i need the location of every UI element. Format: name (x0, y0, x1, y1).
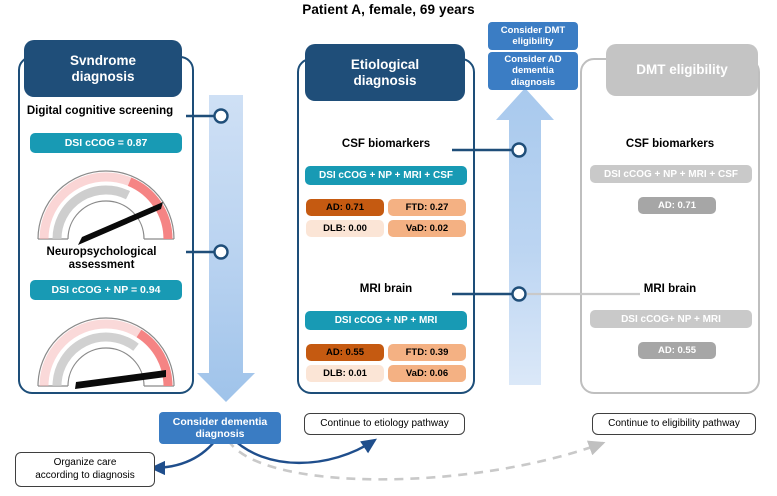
panel-header-etiological-line2: diagnosis (353, 72, 417, 88)
section-label-csf-biomarkers-dmt: CSF biomarkers (584, 138, 756, 151)
chip-mri-vad-label: VaD: 0.06 (405, 368, 449, 379)
chip-csf-ad-label: AD: 0.71 (325, 202, 364, 213)
chip-mri-ad-label: AD: 0.55 (325, 347, 364, 358)
chip-csf-vad-label: VaD: 0.02 (405, 223, 449, 234)
chip-mri-dlb-label: DLB: 0.01 (323, 368, 367, 379)
chip-csf-ftd: FTD: 0.27 (388, 199, 466, 216)
callout-consider-ad-line3: diagnosis (510, 76, 556, 88)
pill-dmt-csf: DSI cCOG + NP + MRI + CSF (590, 165, 752, 183)
section-label-csf-biomarkers-etiology: CSF biomarkers (300, 138, 472, 151)
chip-dmt-mri-ad-label: AD: 0.55 (657, 345, 696, 356)
chip-csf-ftd-label: FTD: 0.27 (405, 202, 449, 213)
panel-header-dmt-label: DMT eligibility (636, 62, 728, 78)
csf-biomarkers-dmt-text: CSF biomarkers (625, 138, 715, 150)
chip-mri-ftd-label: FTD: 0.39 (405, 347, 449, 358)
pill-dsi-ccog-np-mri-csf-label: DSI cCOG + NP + MRI + CSF (318, 170, 454, 181)
panel-header-syndrome-line1: Svndrome (69, 52, 137, 68)
panel-header-syndrome: Svndrome diagnosis (24, 40, 182, 97)
pill-dsi-ccog-np-mri-csf: DSI cCOG + NP + MRI + CSF (305, 166, 467, 185)
mri-brain-dmt-text: MRI brain (643, 283, 697, 295)
continue-eligibility-label: Continue to eligibility pathway (608, 417, 740, 429)
callout-consider-dmt-line1: Consider DMT (500, 24, 566, 36)
pill-dsi-ccog-np-mri-label: DSI cCOG + NP + MRI (334, 315, 438, 326)
organize-care-line2: according to diagnosis (35, 469, 135, 481)
box-organize-care-according-to-diagnosis[interactable]: Organize care according to diagnosis (15, 452, 155, 487)
callout-consider-ad-line1: Consider AD (504, 54, 562, 66)
gauge-digital-cognitive-screening (37, 170, 175, 245)
page-title: Patient A, female, 69 years (302, 2, 475, 17)
digital-cognitive-screening-text: Digital cognitive screening (26, 105, 174, 117)
gauge-neuropsychological-assessment (37, 317, 175, 389)
callout-consider-dmt-line2: eligibility (512, 36, 554, 47)
chip-mri-ad: AD: 0.55 (306, 344, 384, 361)
chip-dmt-mri-ad: AD: 0.55 (638, 342, 716, 359)
neuropsych-line1: Neuropsychological (46, 246, 157, 258)
chip-dmt-csf-ad: AD: 0.71 (638, 197, 716, 214)
callout-consider-dementia-diagnosis[interactable]: Consider dementia diagnosis (159, 412, 281, 444)
callout-consider-dementia-line2: diagnosis (195, 428, 245, 440)
pill-dsi-ccog-np-label: DSI cCOG + NP = 0.94 (51, 284, 161, 296)
chip-csf-vad: VaD: 0.02 (388, 220, 466, 237)
chip-mri-vad: VaD: 0.06 (388, 365, 466, 382)
chip-csf-dlb-label: DLB: 0.00 (323, 223, 367, 234)
callout-consider-ad-line2: dementia (512, 65, 554, 77)
panel-header-dmt: DMT eligibility (606, 44, 758, 96)
pill-dmt-mri-label: DSI cCOG+ NP + MRI (621, 313, 721, 325)
csf-biomarkers-etiology-text: CSF biomarkers (341, 138, 431, 150)
chip-dmt-csf-ad-label: AD: 0.71 (657, 200, 696, 211)
upward-flow-arrow (496, 88, 554, 385)
panel-header-syndrome-line2: diagnosis (71, 68, 135, 84)
chip-mri-dlb: DLB: 0.01 (306, 365, 384, 382)
pill-dmt-mri: DSI cCOG+ NP + MRI (590, 310, 752, 328)
pill-dsi-ccog-np: DSI cCOG + NP = 0.94 (30, 280, 182, 300)
callout-consider-dmt-eligibility[interactable]: Consider DMT eligibility (488, 22, 578, 50)
mri-brain-etiology-text: MRI brain (359, 283, 413, 295)
box-continue-to-etiology-pathway[interactable]: Continue to etiology pathway (304, 413, 465, 435)
pill-dmt-csf-label: DSI cCOG + NP + MRI + CSF (603, 168, 739, 180)
pill-dsi-ccog-label: DSI cCOG = 0.87 (64, 137, 148, 149)
chip-csf-ad: AD: 0.71 (306, 199, 384, 216)
callout-consider-ad-dementia-diagnosis[interactable]: Consider AD dementia diagnosis (488, 52, 578, 90)
chip-csf-dlb: DLB: 0.00 (306, 220, 384, 237)
organize-care-line1: Organize care (53, 457, 117, 468)
pill-dsi-ccog: DSI cCOG = 0.87 (30, 133, 182, 153)
callout-consider-dementia-line1: Consider dementia (172, 415, 268, 428)
section-label-mri-brain-dmt: MRI brain (584, 283, 756, 296)
section-label-mri-brain-etiology: MRI brain (300, 283, 472, 296)
panel-header-etiological: Etiological diagnosis (305, 44, 465, 101)
section-label-digital-cognitive-screening: Digital cognitive screening (10, 105, 190, 118)
panel-header-etiological-line1: Etiological (350, 56, 420, 72)
box-continue-to-eligibility-pathway[interactable]: Continue to eligibility pathway (592, 413, 756, 435)
pill-dsi-ccog-np-mri: DSI cCOG + NP + MRI (305, 311, 467, 330)
continue-etiology-label: Continue to etiology pathway (320, 417, 449, 429)
panel-dmt-eligibility (580, 58, 760, 394)
neuropsych-line2: assessment (68, 259, 135, 272)
chip-mri-ftd: FTD: 0.39 (388, 344, 466, 361)
section-label-neuropsychological-assessment: Neuropsychological assessment (14, 246, 189, 272)
